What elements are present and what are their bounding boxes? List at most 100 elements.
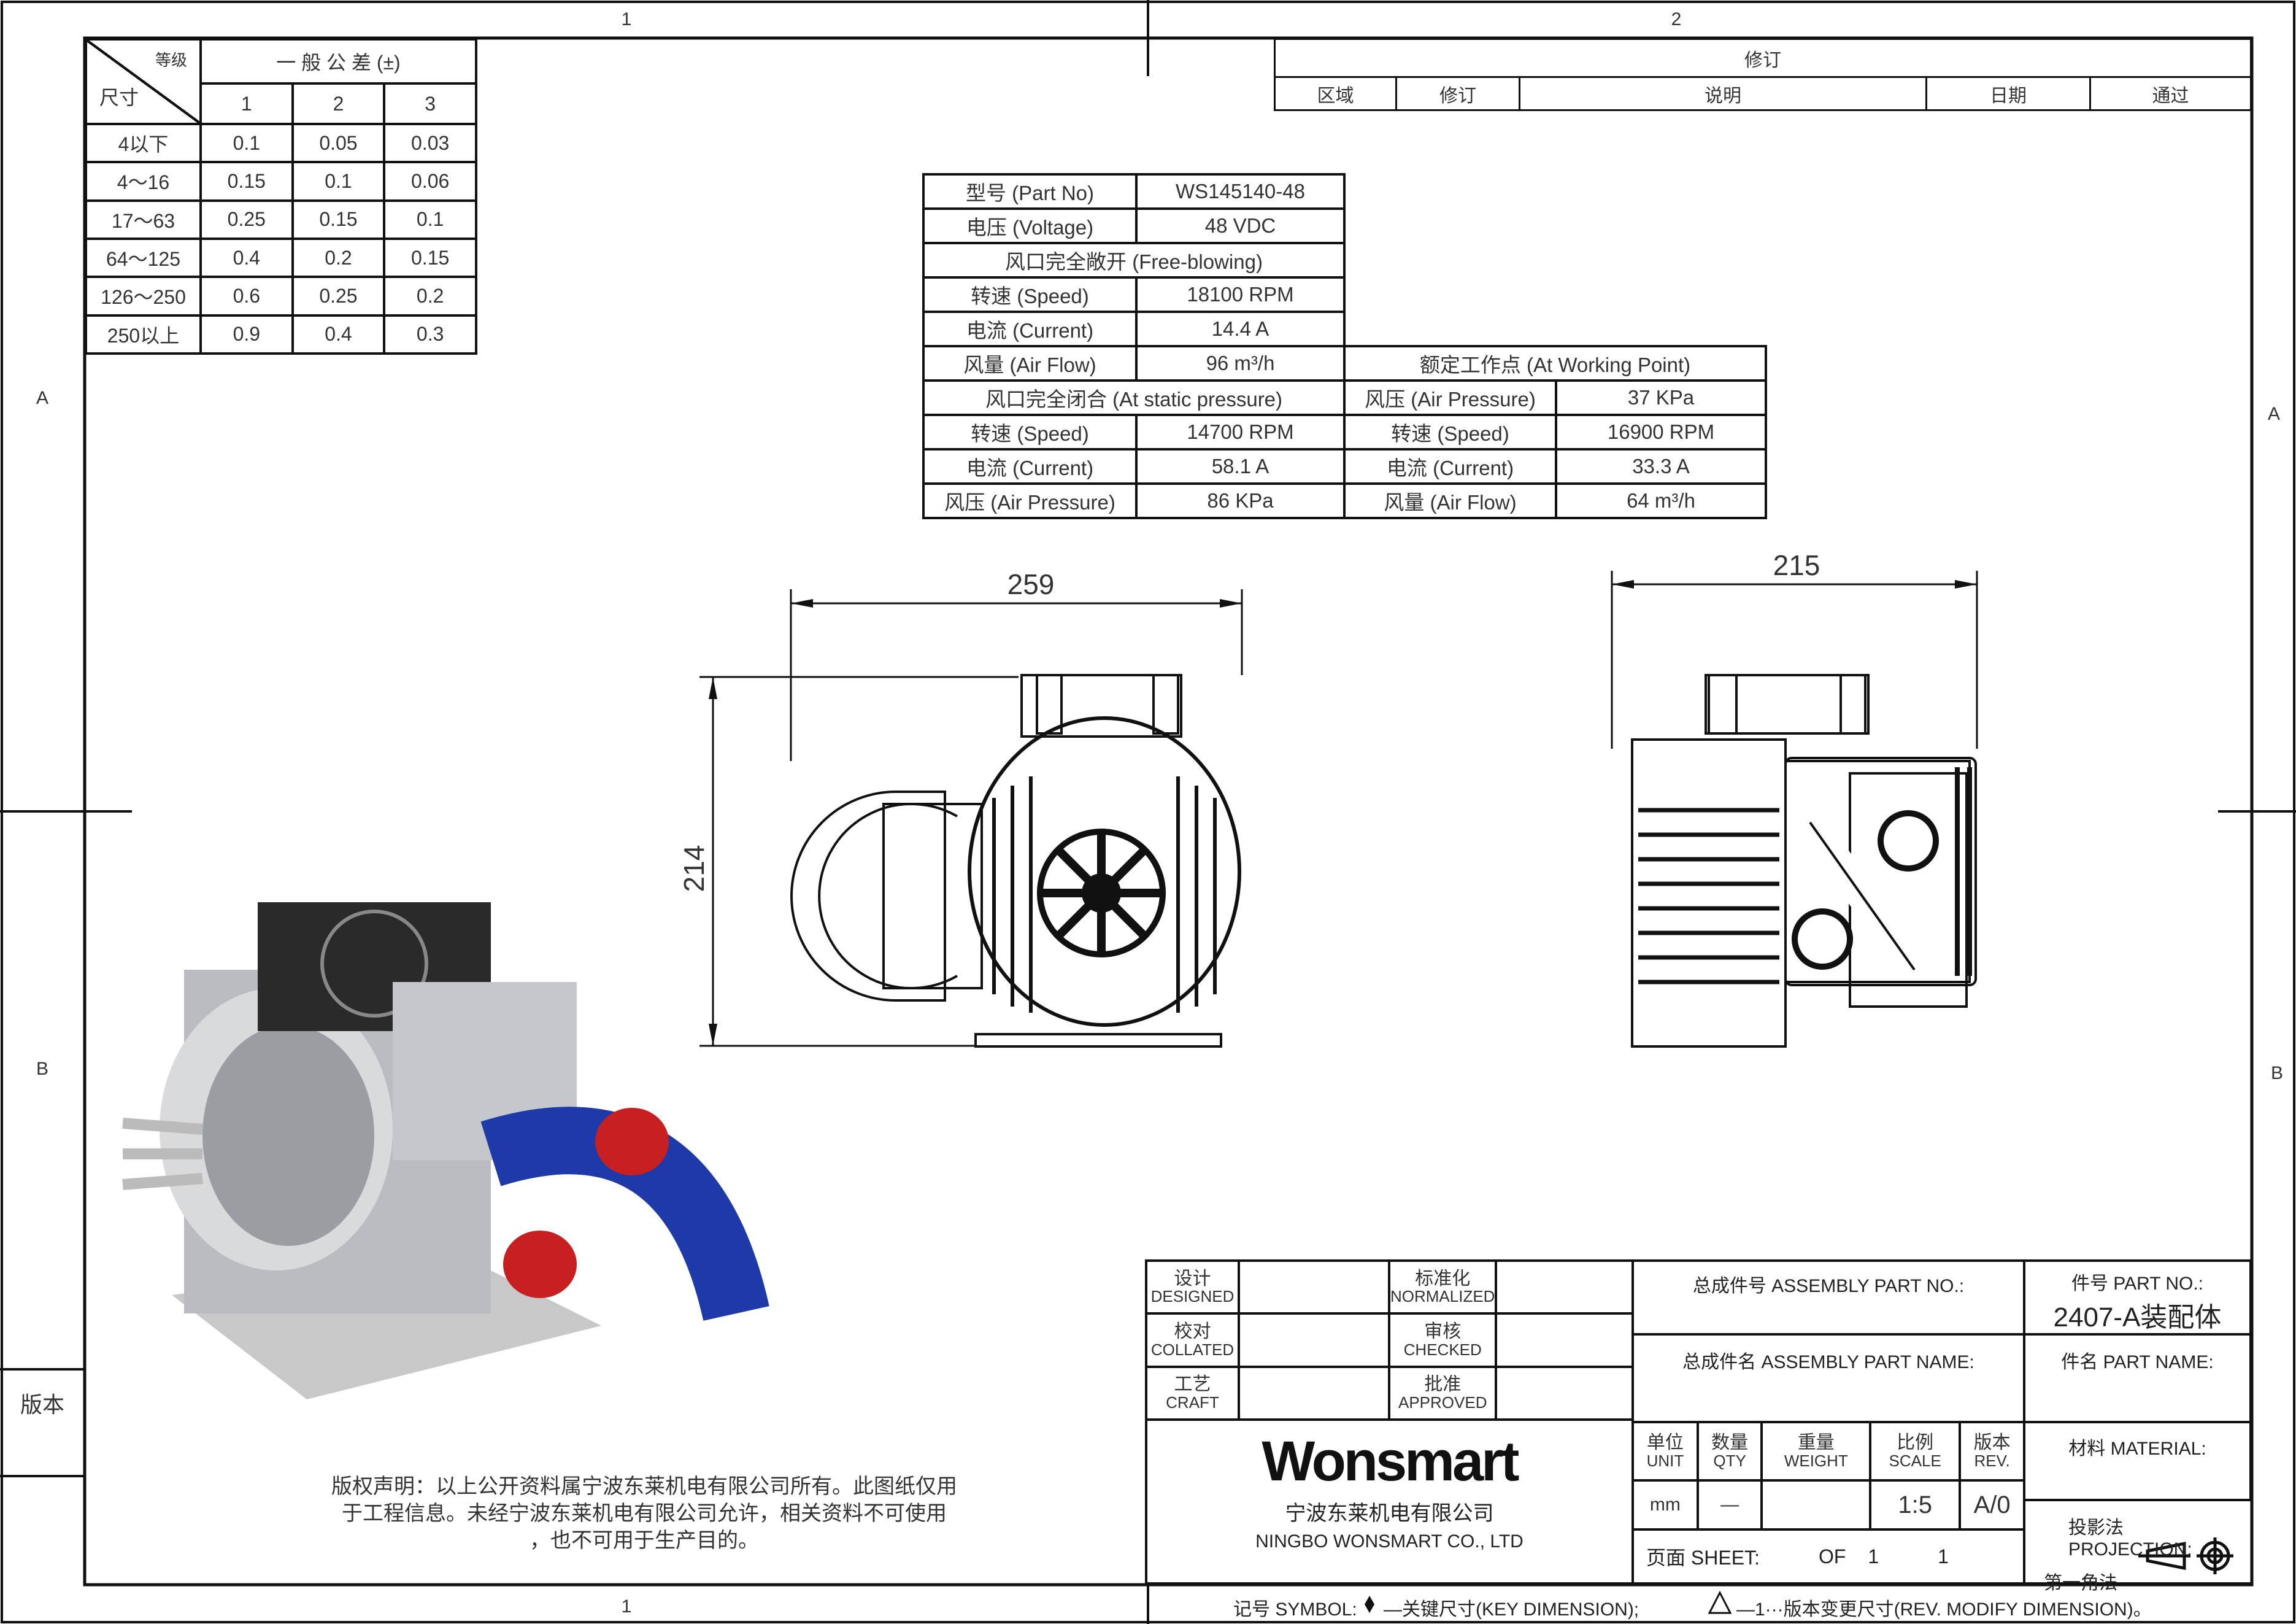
grade-3: 3 bbox=[383, 82, 477, 125]
assembly-part-name-cell: 总成件名 ASSEMBLY PART NAME: bbox=[1634, 1333, 2025, 1423]
weight-label-cn: 重量 bbox=[1797, 1433, 1835, 1453]
wp-current-label: 电流 (Current) bbox=[1343, 448, 1557, 485]
approved-field[interactable] bbox=[1495, 1365, 1634, 1421]
wp-current-value: 33.3 A bbox=[1555, 448, 1767, 485]
key-dimension-note: —关键尺寸(KEY DIMENSION); bbox=[1384, 1599, 1639, 1620]
version-label: 版本 bbox=[20, 1392, 65, 1417]
projection-label: 投影法 PROJECTION: bbox=[2068, 1518, 2192, 1560]
approved-cn: 批准 bbox=[1424, 1374, 1462, 1395]
qty-label-en: QTY bbox=[1713, 1451, 1746, 1470]
craft-field[interactable] bbox=[1238, 1365, 1390, 1421]
wp-flow-value: 64 m³/h bbox=[1555, 482, 1767, 519]
working-point-header: 额定工作点 (At Working Point) bbox=[1343, 345, 1767, 382]
wp-speed-value: 16900 RPM bbox=[1555, 414, 1767, 450]
rev-header-approved: 通过 bbox=[2089, 76, 2252, 111]
rev-header-date: 日期 bbox=[1925, 76, 2091, 111]
copyright-line: ，也不可用于生产目的。 bbox=[530, 1529, 759, 1552]
rev-header-rev: 修订 bbox=[1395, 76, 1520, 111]
part-no-value: 2407-A装配体 bbox=[2053, 1302, 2222, 1332]
tol-value: 0.9 bbox=[199, 314, 294, 355]
grade-2: 2 bbox=[291, 82, 386, 125]
wp-flow-label: 风量 (Air Flow) bbox=[1343, 482, 1557, 519]
wonsmart-logo: Wonsmart bbox=[1262, 1430, 1519, 1493]
material-label: 材料 MATERIAL: bbox=[2068, 1439, 2206, 1459]
checked-en: CHECKED bbox=[1403, 1340, 1482, 1359]
weight-value bbox=[1760, 1479, 1872, 1531]
unit-label-cn: 单位 bbox=[1646, 1433, 1684, 1453]
tol-value: 0.25 bbox=[199, 199, 294, 240]
size-range: 64～125 bbox=[85, 237, 202, 279]
zone-top-1: 1 bbox=[621, 9, 632, 29]
size-label: 尺寸 bbox=[99, 87, 139, 109]
collated-cn: 校对 bbox=[1174, 1321, 1211, 1342]
st-speed-value: 14700 RPM bbox=[1135, 414, 1346, 450]
assembly-part-no-cell: 总成件号 ASSEMBLY PART NO.: bbox=[1634, 1259, 2025, 1336]
copyright-line: 版权声明：以上公开资料属宁波东莱机电有限公司所有。此图纸仅用 bbox=[331, 1475, 957, 1498]
rev-header-desc: 说明 bbox=[1519, 76, 1927, 111]
craft-cn: 工艺 bbox=[1174, 1374, 1211, 1395]
wp-pressure-label: 风压 (Air Pressure) bbox=[1343, 379, 1557, 416]
normalized-field[interactable] bbox=[1495, 1259, 1634, 1315]
voltage-value: 48 VDC bbox=[1135, 207, 1346, 244]
size-range: 4以下 bbox=[85, 122, 202, 164]
normalized-cn: 标准化 bbox=[1415, 1268, 1471, 1289]
size-range: 17～63 bbox=[85, 199, 202, 240]
fb-current-value: 14.4 A bbox=[1135, 311, 1346, 347]
tol-value: 0.15 bbox=[199, 161, 294, 202]
zone-bottom-1: 1 bbox=[621, 1596, 632, 1617]
rev-header-zone: 区域 bbox=[1274, 76, 1397, 111]
part-no-label: 型号 (Part No) bbox=[922, 173, 1138, 210]
size-range: 126～250 bbox=[85, 276, 202, 317]
scale-label-cn: 比例 bbox=[1897, 1433, 1934, 1453]
zone-left-a: A bbox=[36, 388, 49, 408]
craft-en: CRAFT bbox=[1166, 1393, 1219, 1412]
fb-flow-label: 风量 (Air Flow) bbox=[922, 345, 1138, 382]
designed-field[interactable] bbox=[1238, 1259, 1390, 1315]
tol-value: 0.4 bbox=[199, 237, 294, 279]
tol-value: 0.15 bbox=[291, 199, 386, 240]
checked-field[interactable] bbox=[1495, 1312, 1634, 1368]
first-angle-projection-icon bbox=[2138, 1537, 2233, 1574]
wp-speed-label: 转速 (Speed) bbox=[1343, 414, 1557, 450]
sheet-of-label: OF bbox=[1818, 1545, 1846, 1568]
rev-value: A/0 bbox=[1959, 1479, 2025, 1531]
dim-front-width: 259 bbox=[1007, 568, 1055, 600]
part-no-cell: 件号 PART NO.:2407-A装配体 bbox=[2023, 1259, 2252, 1336]
designed-en: DESIGNED bbox=[1150, 1287, 1235, 1306]
side-view-drawing bbox=[1631, 674, 1977, 1048]
tol-value: 0.6 bbox=[199, 276, 294, 317]
st-pressure-value: 86 KPa bbox=[1135, 482, 1346, 519]
symbol-label: 记号 SYMBOL: bbox=[1233, 1599, 1357, 1620]
part-name-label: 件名 PART NAME: bbox=[2061, 1352, 2214, 1372]
grade-1: 1 bbox=[199, 82, 294, 125]
part-name-cell: 件名 PART NAME: bbox=[2023, 1333, 2252, 1423]
st-current-value: 58.1 A bbox=[1135, 448, 1346, 485]
material-cell: 材料 MATERIAL: bbox=[2023, 1421, 2252, 1501]
rev-dimension-note: —1···版本变更尺寸(REV. MODIFY DIMENSION)。 bbox=[1736, 1599, 2152, 1620]
qty-label-cn: 数量 bbox=[1711, 1433, 1749, 1453]
projection-cell: 投影法 PROJECTION: 第一角法 bbox=[2023, 1501, 2252, 1593]
tol-value: 0.03 bbox=[383, 122, 477, 164]
checked-cn: 审核 bbox=[1424, 1321, 1462, 1342]
free-blowing-header: 风口完全敞开 (Free-blowing) bbox=[922, 242, 1346, 279]
fb-speed-label: 转速 (Speed) bbox=[922, 276, 1138, 313]
st-pressure-label: 风压 (Air Pressure) bbox=[922, 482, 1138, 519]
tolerance-title: 一 般 公 差 (±) bbox=[199, 38, 477, 85]
spec-table-right: 额定工作点 (At Working Point) 风压 (Air Pressur… bbox=[1343, 345, 1767, 519]
collated-field[interactable] bbox=[1238, 1312, 1390, 1368]
approved-en: APPROVED bbox=[1398, 1393, 1487, 1412]
part-no-value: WS145140-48 bbox=[1135, 173, 1346, 210]
assembly-part-no-label: 总成件号 ASSEMBLY PART NO.: bbox=[1692, 1276, 1965, 1296]
st-speed-label: 转速 (Speed) bbox=[922, 414, 1138, 450]
fb-current-label: 电流 (Current) bbox=[922, 311, 1138, 347]
tol-value: 0.3 bbox=[383, 314, 477, 355]
fb-speed-value: 18100 RPM bbox=[1135, 276, 1346, 313]
copyright-line: 于工程信息。未经宁波东莱机电有限公司允许，相关资料不可使用 bbox=[342, 1502, 947, 1525]
qty-value: — bbox=[1696, 1479, 1763, 1531]
company-name-cn: 宁波东莱机电有限公司 bbox=[1285, 1502, 1494, 1525]
unit-label-en: UNIT bbox=[1646, 1451, 1684, 1470]
